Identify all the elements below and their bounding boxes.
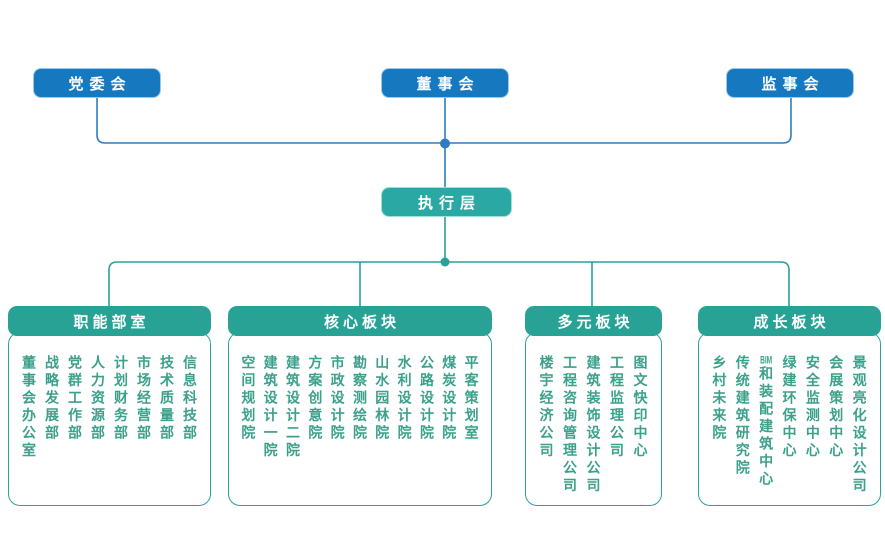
section-header: 多元板块 (525, 306, 662, 336)
department-item: 市政设计院 (329, 355, 346, 443)
top-junction-dot (440, 138, 450, 149)
department-item: 会展策划中心 (828, 355, 845, 460)
section-body: 楼宇经济公司工程咨询管理公司建筑装饰设计公司工程监理公司图文快印中心 (525, 332, 662, 506)
latin-run: BIM (760, 355, 773, 366)
department-item: 工程咨询管理公司 (562, 355, 578, 495)
node-supervisory-board-label: 监事会 (761, 75, 825, 93)
bottom-junction-dot (440, 257, 450, 267)
department-item: 方案创意院 (307, 355, 324, 443)
node-executive-layer: 执行层 (381, 187, 512, 217)
section-header: 核心板块 (228, 306, 492, 336)
department-item: 公路设计院 (418, 355, 435, 443)
department-item: 市场经营部 (136, 355, 152, 443)
section-card-functional-departments: 职能部室 董事会办公室战略发展部党群工作部人力资源部计划财务部市场经营部技术质量… (8, 306, 211, 506)
department-item: 工程监理公司 (609, 355, 625, 460)
department-item: 人力资源部 (90, 355, 106, 443)
section-title: 多元板块 (557, 313, 634, 331)
department-item: 建筑装饰设计公司 (585, 355, 602, 495)
department-item: 勘察测绘院 (351, 355, 368, 443)
department-item: 技术质量部 (159, 355, 175, 443)
department-item: 平客策划室 (463, 355, 480, 443)
department-item: 煤炭设计院 (441, 355, 458, 443)
department-item: 信息科技部 (182, 355, 198, 443)
department-item: 传统建筑研究院 (734, 355, 751, 478)
department-item: 党群工作部 (67, 355, 83, 443)
department-item: 建筑设计一院 (262, 355, 279, 460)
section-title: 成长板块 (753, 313, 830, 331)
department-item: 董事会办公室 (21, 355, 37, 460)
department-item: 空间规划院 (240, 355, 257, 443)
section-body: 乡村未来院传统建筑研究院 BIM和装配建筑中心绿建环保中心安全监测中心会展策划中心… (698, 332, 881, 506)
section-card-core-segment: 核心板块 空间规划院建筑设计一院建筑设计二院方案创意院市政设计院勘察测绘院山水园… (228, 306, 492, 506)
department-item: 绿建环保中心 (781, 355, 798, 460)
department-item: 安全监测中心 (804, 355, 821, 460)
section-card-growth-segment: 成长板块 乡村未来院传统建筑研究院 BIM和装配建筑中心绿建环保中心安全监测中心会… (698, 306, 881, 506)
department-item: 楼宇经济公司 (538, 355, 555, 460)
department-item: 乡村未来院 (711, 355, 728, 443)
section-header: 成长板块 (698, 306, 881, 336)
department-item: 战略发展部 (44, 355, 60, 443)
department-item: 图文快印中心 (632, 355, 649, 460)
node-board-of-directors: 董事会 (381, 68, 509, 98)
node-executive-layer-label: 执行层 (417, 194, 481, 212)
section-body: 空间规划院建筑设计一院建筑设计二院方案创意院市政设计院勘察测绘院山水园林院水利设… (228, 332, 492, 506)
bottom-horizontal-connector (108, 261, 790, 306)
node-board-of-directors-label: 董事会 (416, 75, 480, 93)
department-item: 水利设计院 (396, 355, 413, 443)
section-header: 职能部室 (8, 306, 211, 336)
department-item: 建筑设计二院 (284, 355, 301, 460)
section-body: 董事会办公室战略发展部党群工作部人力资源部计划财务部市场经营部技术质量部信息科技… (8, 332, 211, 506)
section-card-diverse-segment: 多元板块 楼宇经济公司工程咨询管理公司建筑装饰设计公司工程监理公司图文快印中心 (525, 306, 662, 506)
section-title: 核心板块 (323, 313, 400, 331)
department-item: 景观亮化设计公司 (851, 355, 868, 495)
top-horizontal-connector (96, 98, 792, 144)
section-title: 职能部室 (73, 313, 150, 331)
node-party-committee: 党委会 (33, 68, 161, 98)
node-party-committee-label: 党委会 (68, 75, 132, 93)
department-item: 山水园林院 (374, 355, 391, 443)
department-item: BIM和装配建筑中心 (758, 355, 775, 489)
node-supervisory-board: 监事会 (726, 68, 854, 98)
department-item: 计划财务部 (113, 355, 129, 443)
